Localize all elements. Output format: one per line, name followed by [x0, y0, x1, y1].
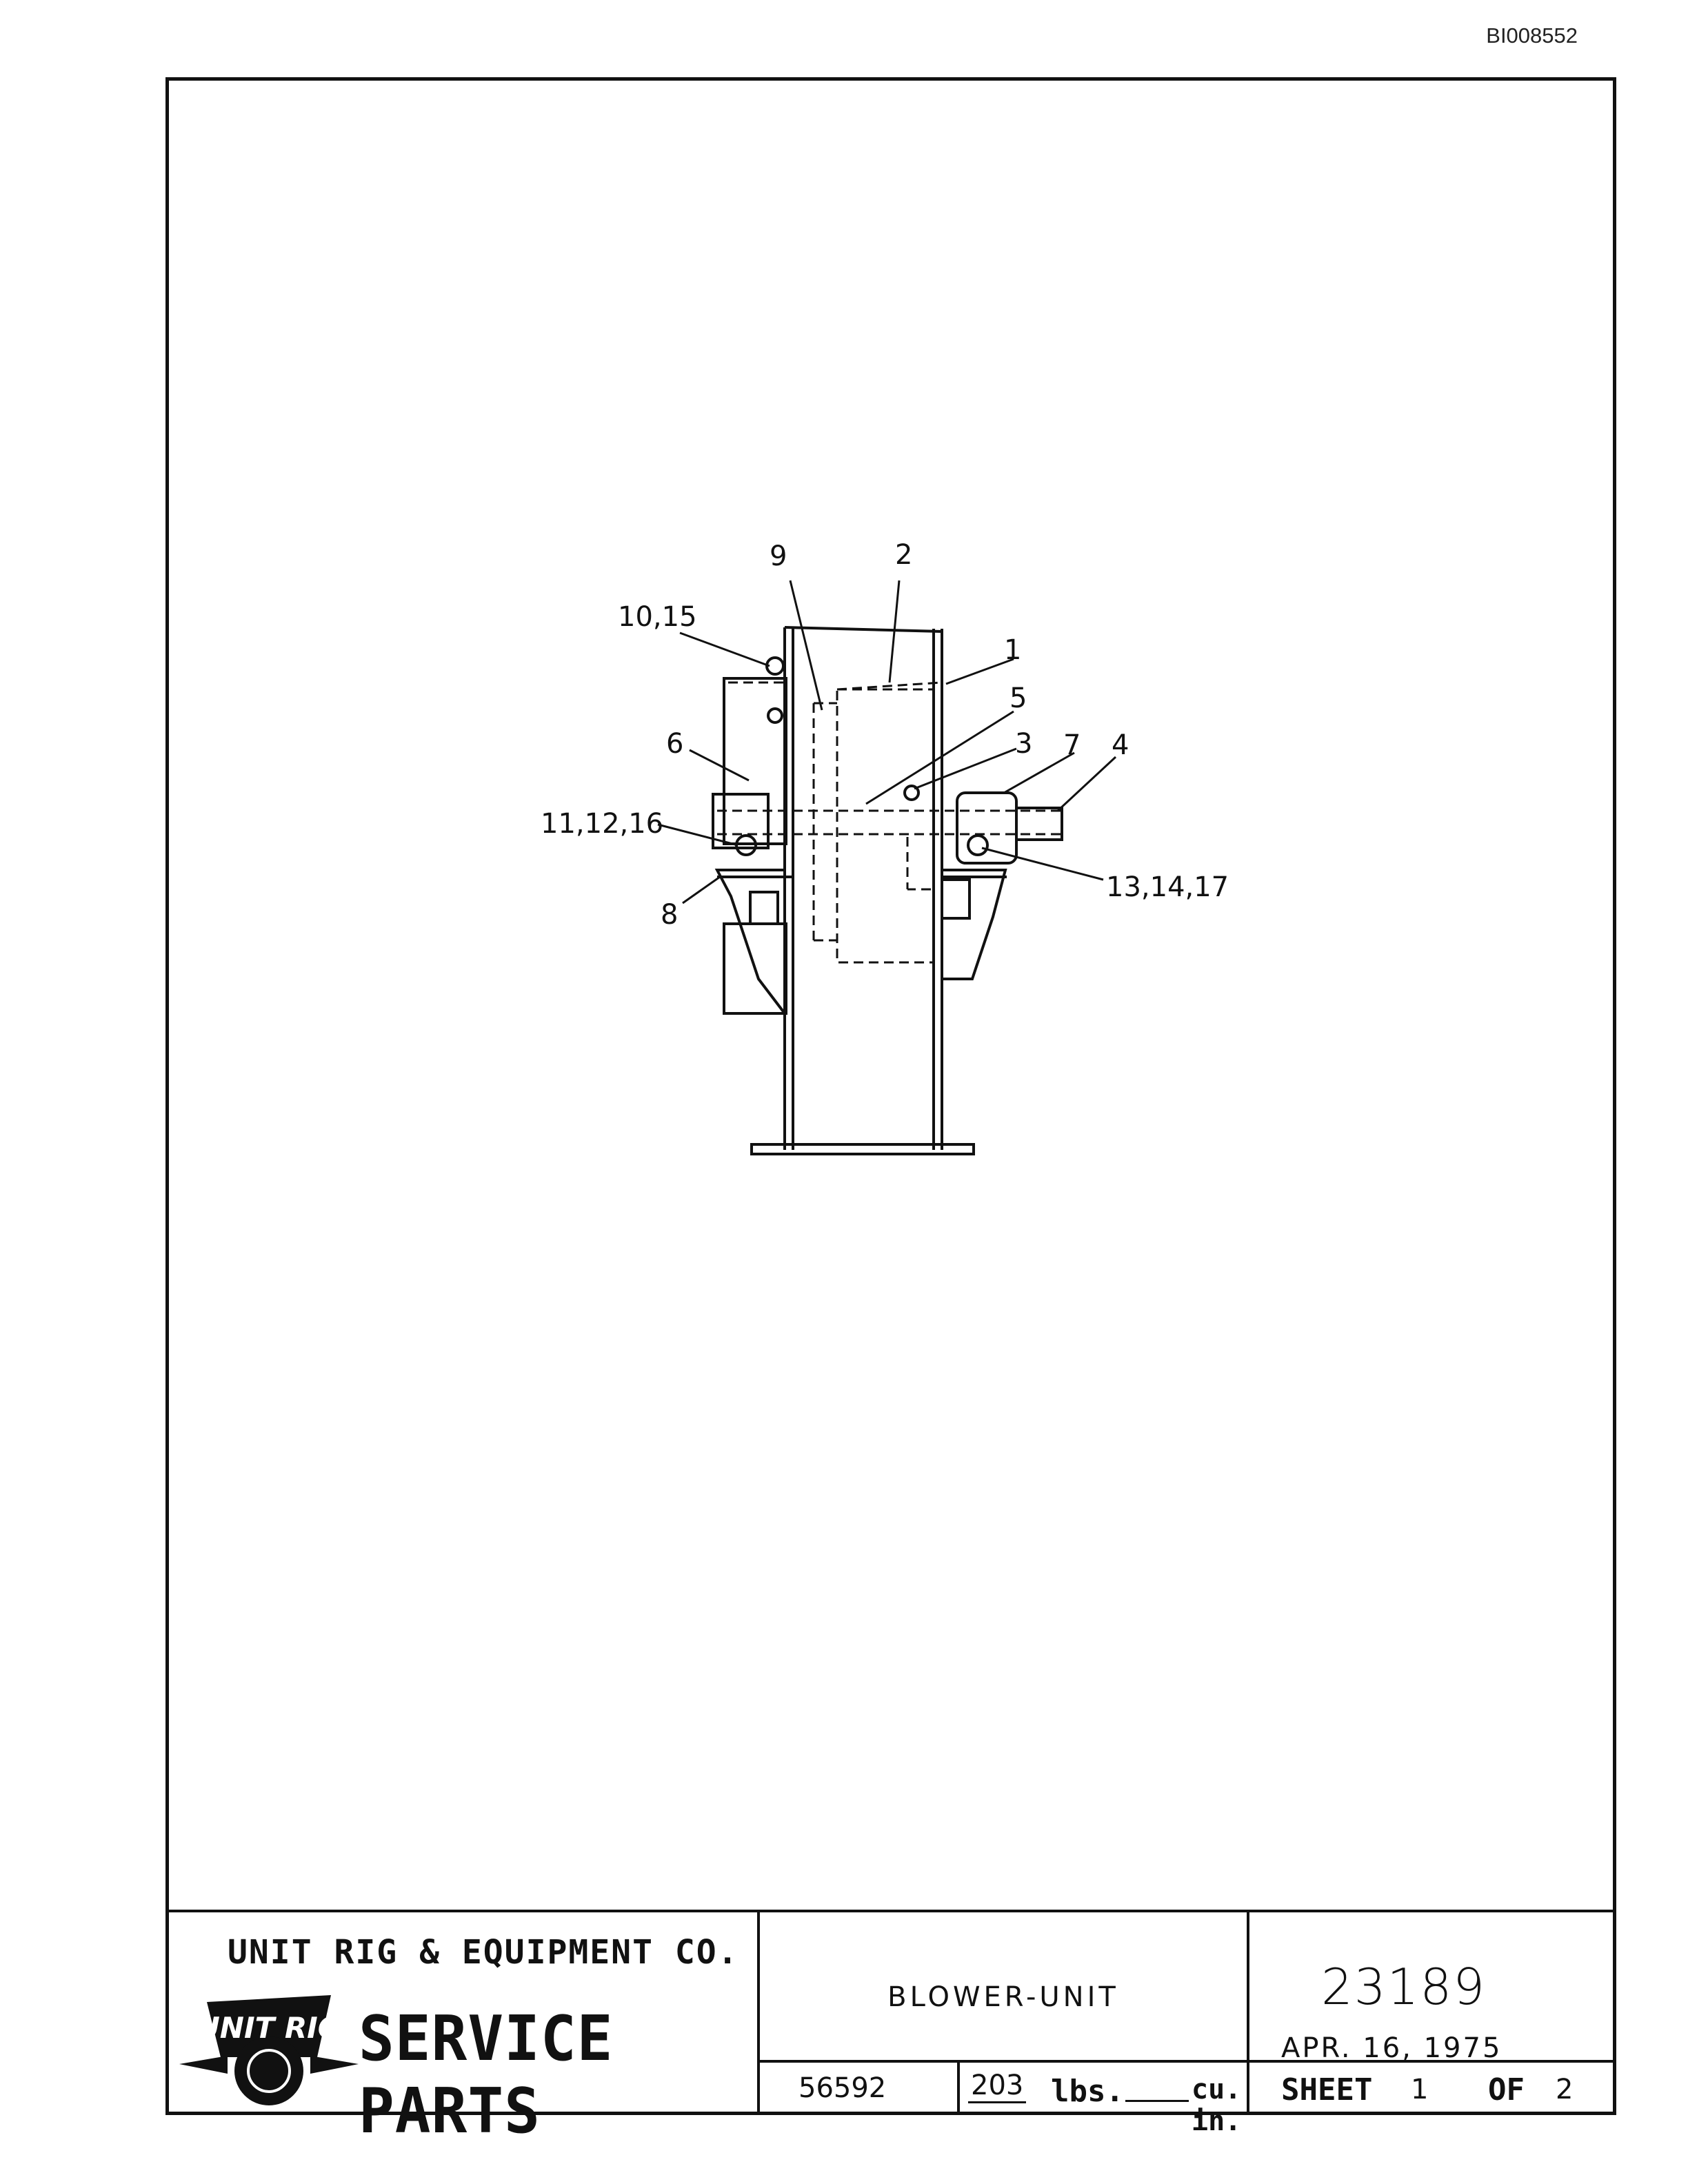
drawing-number-cell: 23189 APR. 16, 1975 [1249, 1912, 1614, 2064]
hidden-lines [717, 681, 1062, 964]
unit-rig-logo: UNIT RIG [179, 1995, 359, 2105]
sheet-label: SHEET [1281, 2072, 1373, 2107]
sheet-cell: SHEET 1 OF 2 [1249, 2063, 1614, 2115]
sheet-number: 1 [1411, 2074, 1429, 2105]
callout-7: 7 [1063, 729, 1081, 761]
company-cell: UNIT RIG & EQUIPMENT CO. UNIT RIG SERVIC… [165, 1912, 760, 2147]
callout-4: 4 [1112, 729, 1129, 761]
blower-housing [712, 626, 1063, 1155]
part-name-cell: BLOWER-UNIT [760, 1912, 1249, 2063]
weight-unit: lbs. [1051, 2074, 1124, 2109]
callout-5: 5 [1009, 682, 1027, 714]
part-code: 56592 [798, 2072, 887, 2104]
drawing-border [165, 77, 1616, 2115]
part-name: BLOWER-UNIT [887, 1981, 1119, 2013]
logo-text: UNIT RIG [197, 2011, 342, 2045]
callout-9: 9 [770, 540, 787, 572]
volume-unit: cu. in. [1192, 2074, 1242, 2137]
callout-2: 2 [895, 539, 912, 571]
of-label: OF [1488, 2072, 1525, 2107]
document-id: BI008552 [1486, 23, 1578, 48]
company-name: UNIT RIG & EQUIPMENT CO. [228, 1933, 739, 1972]
callout-1: 1 [1004, 634, 1021, 666]
callout-10-15: 10,15 [618, 601, 697, 633]
callout-6: 6 [666, 728, 683, 760]
weight-value: 203 [968, 2070, 1027, 2103]
drawing-date: APR. 16, 1975 [1281, 2032, 1503, 2064]
drawing-number: 23189 [1321, 1958, 1487, 2016]
leader-lines [657, 580, 1117, 904]
title-block: UNIT RIG & EQUIPMENT CO. UNIT RIG SERVIC… [165, 1910, 1616, 2147]
volume-blank [1125, 2100, 1189, 2102]
sheet-total: 2 [1556, 2074, 1574, 2105]
code-cell: 56592 [760, 2063, 960, 2115]
callout-3: 3 [1015, 728, 1032, 760]
service-parts-label: SERVICE PARTS [359, 2003, 614, 2147]
callout-8: 8 [661, 899, 678, 931]
weight-cell: 203 lbs. cu. in. [960, 2063, 1249, 2137]
callout-13-14-17: 13,14,17 [1106, 871, 1229, 903]
callout-11-12-16: 11,12,16 [541, 808, 663, 840]
